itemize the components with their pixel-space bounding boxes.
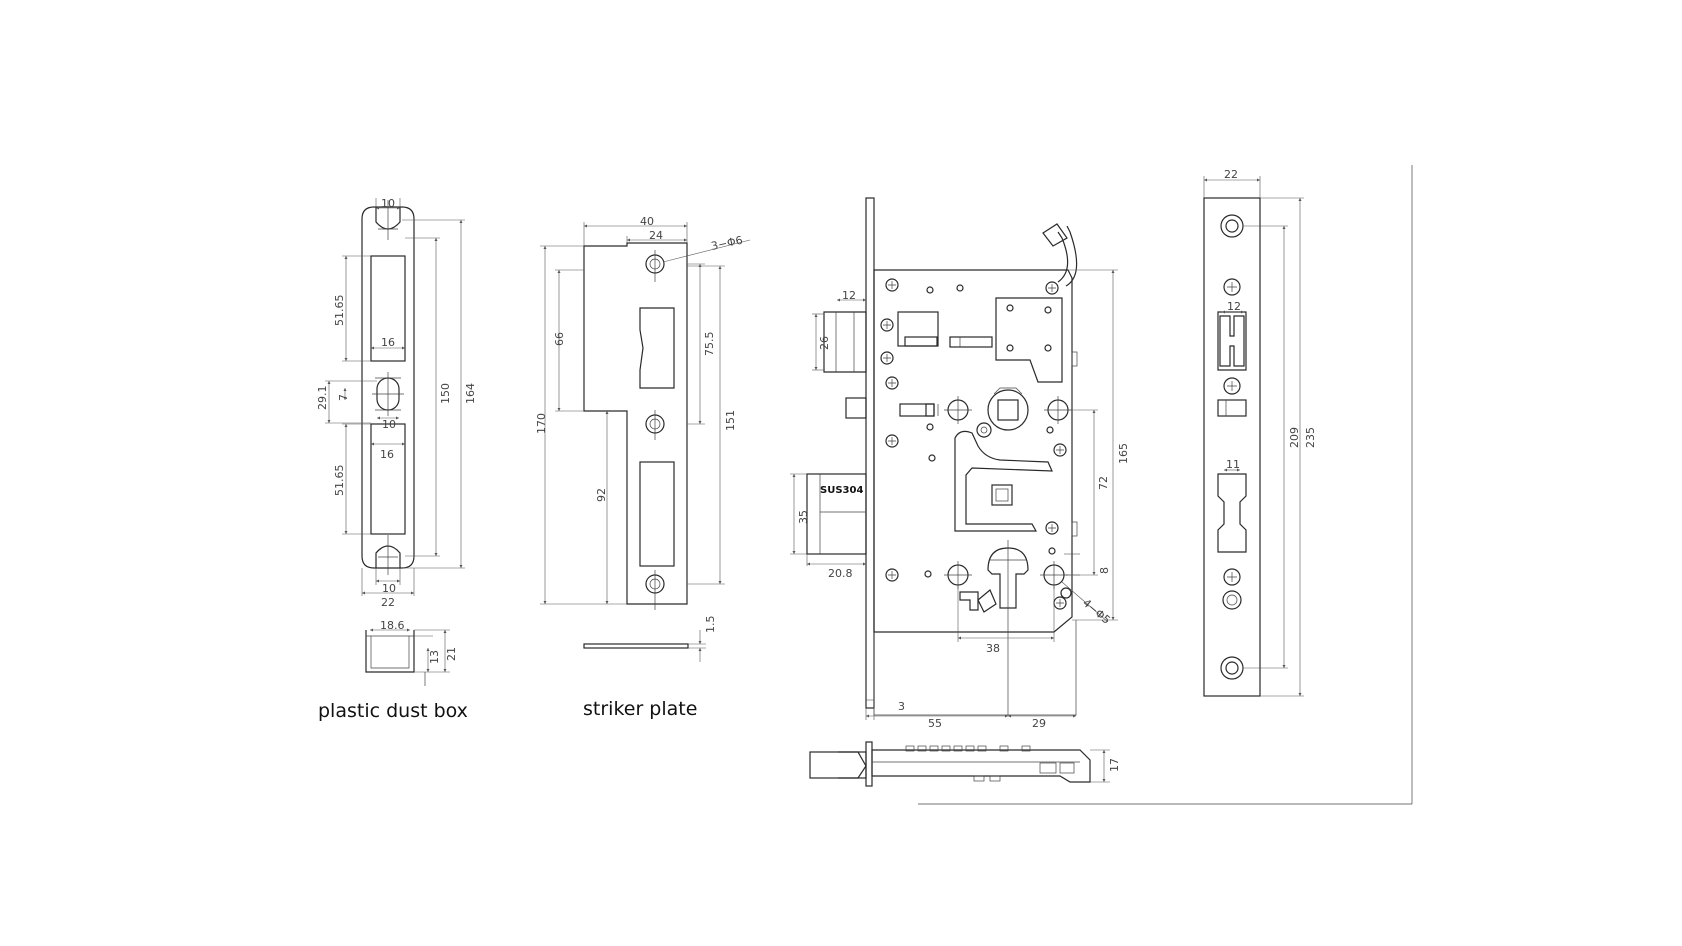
dim-lb-55: 55 [928, 717, 942, 730]
dim-fp-11: 11 [1226, 458, 1240, 471]
faceplate-dimensions: 22 12 11 209 235 [1203, 168, 1317, 697]
dim-fp-209: 209 [1288, 427, 1301, 448]
dim-sp-w40: 40 [640, 215, 654, 228]
dim-db-mid-small: 7 [337, 394, 350, 401]
dim-db-mid-w: 10 [382, 418, 396, 431]
dim-box-h13: 13 [428, 650, 441, 664]
dim-db-top-w: 10 [381, 197, 395, 210]
dim-lb-72: 72 [1097, 476, 1110, 490]
dim-db-upper-h: 51.65 [333, 295, 346, 327]
dim-lb-29: 29 [1032, 717, 1046, 730]
dim-db-slot-w1: 16 [381, 336, 395, 349]
dim-db-h164: 164 [464, 383, 477, 404]
dim-sp-h75: 75.5 [703, 332, 716, 357]
dim-lb-3: 3 [898, 700, 905, 713]
lock-body-side-view: 17 [809, 741, 1121, 787]
dim-sp-h92: 92 [595, 488, 608, 502]
material-mark: SUS304 [820, 485, 863, 496]
caption-dust-box: plastic dust box [318, 700, 468, 722]
dim-lb-165: 165 [1117, 443, 1130, 464]
striker-plate-dimensions: 40 24 3−Φ6 66 75.5 170 151 92 1.5 [535, 215, 751, 662]
dim-lb-8: 8 [1098, 567, 1111, 574]
dim-fp-22: 22 [1224, 168, 1238, 181]
dim-lb-208: 20.8 [828, 567, 853, 580]
dim-sp-t15: 1.5 [704, 616, 717, 634]
dim-db-total-w: 22 [381, 596, 395, 609]
dim-box-h21: 21 [445, 647, 458, 661]
dim-sp-hole: 3−Φ6 [710, 234, 744, 253]
lock-body-dimensions: 12 26 35 20.8 165 72 8 38 4−Φ5 3 55 29 [790, 269, 1130, 730]
dim-fp-12: 12 [1227, 300, 1241, 313]
dim-db-lower-h: 51.65 [333, 465, 346, 497]
dim-sp-h151: 151 [724, 410, 737, 431]
caption-striker-plate: striker plate [583, 698, 697, 720]
dim-sp-h66: 66 [553, 332, 566, 346]
lock-body-front-view: SUS304 [806, 197, 1078, 716]
dim-lb-12: 12 [842, 289, 856, 302]
dim-sp-h170: 170 [535, 413, 548, 434]
striker-plate-front-view [583, 242, 688, 610]
dim-box-w: 18.6 [380, 619, 405, 632]
dust-box-section-view: 18.6 13 21 [365, 619, 458, 686]
dim-sp-w24: 24 [649, 229, 663, 242]
dim-fp-235: 235 [1304, 427, 1317, 448]
dim-db-h150: 150 [439, 383, 452, 404]
dim-db-slot-w2: 16 [380, 448, 394, 461]
dim-lb-35: 35 [797, 510, 810, 524]
dim-db-mid-h: 29.1 [316, 386, 329, 411]
dust-box-dimensions: 10 51.65 16 29.1 7 10 16 51.65 10 22 150… [316, 197, 477, 609]
dim-lb-17: 17 [1108, 758, 1121, 772]
dim-lb-hole: 4−Φ5 [1080, 596, 1113, 626]
faceplate-front-view [1203, 197, 1261, 697]
dim-lb-38: 38 [986, 642, 1000, 655]
dim-lb-26: 26 [818, 336, 831, 350]
